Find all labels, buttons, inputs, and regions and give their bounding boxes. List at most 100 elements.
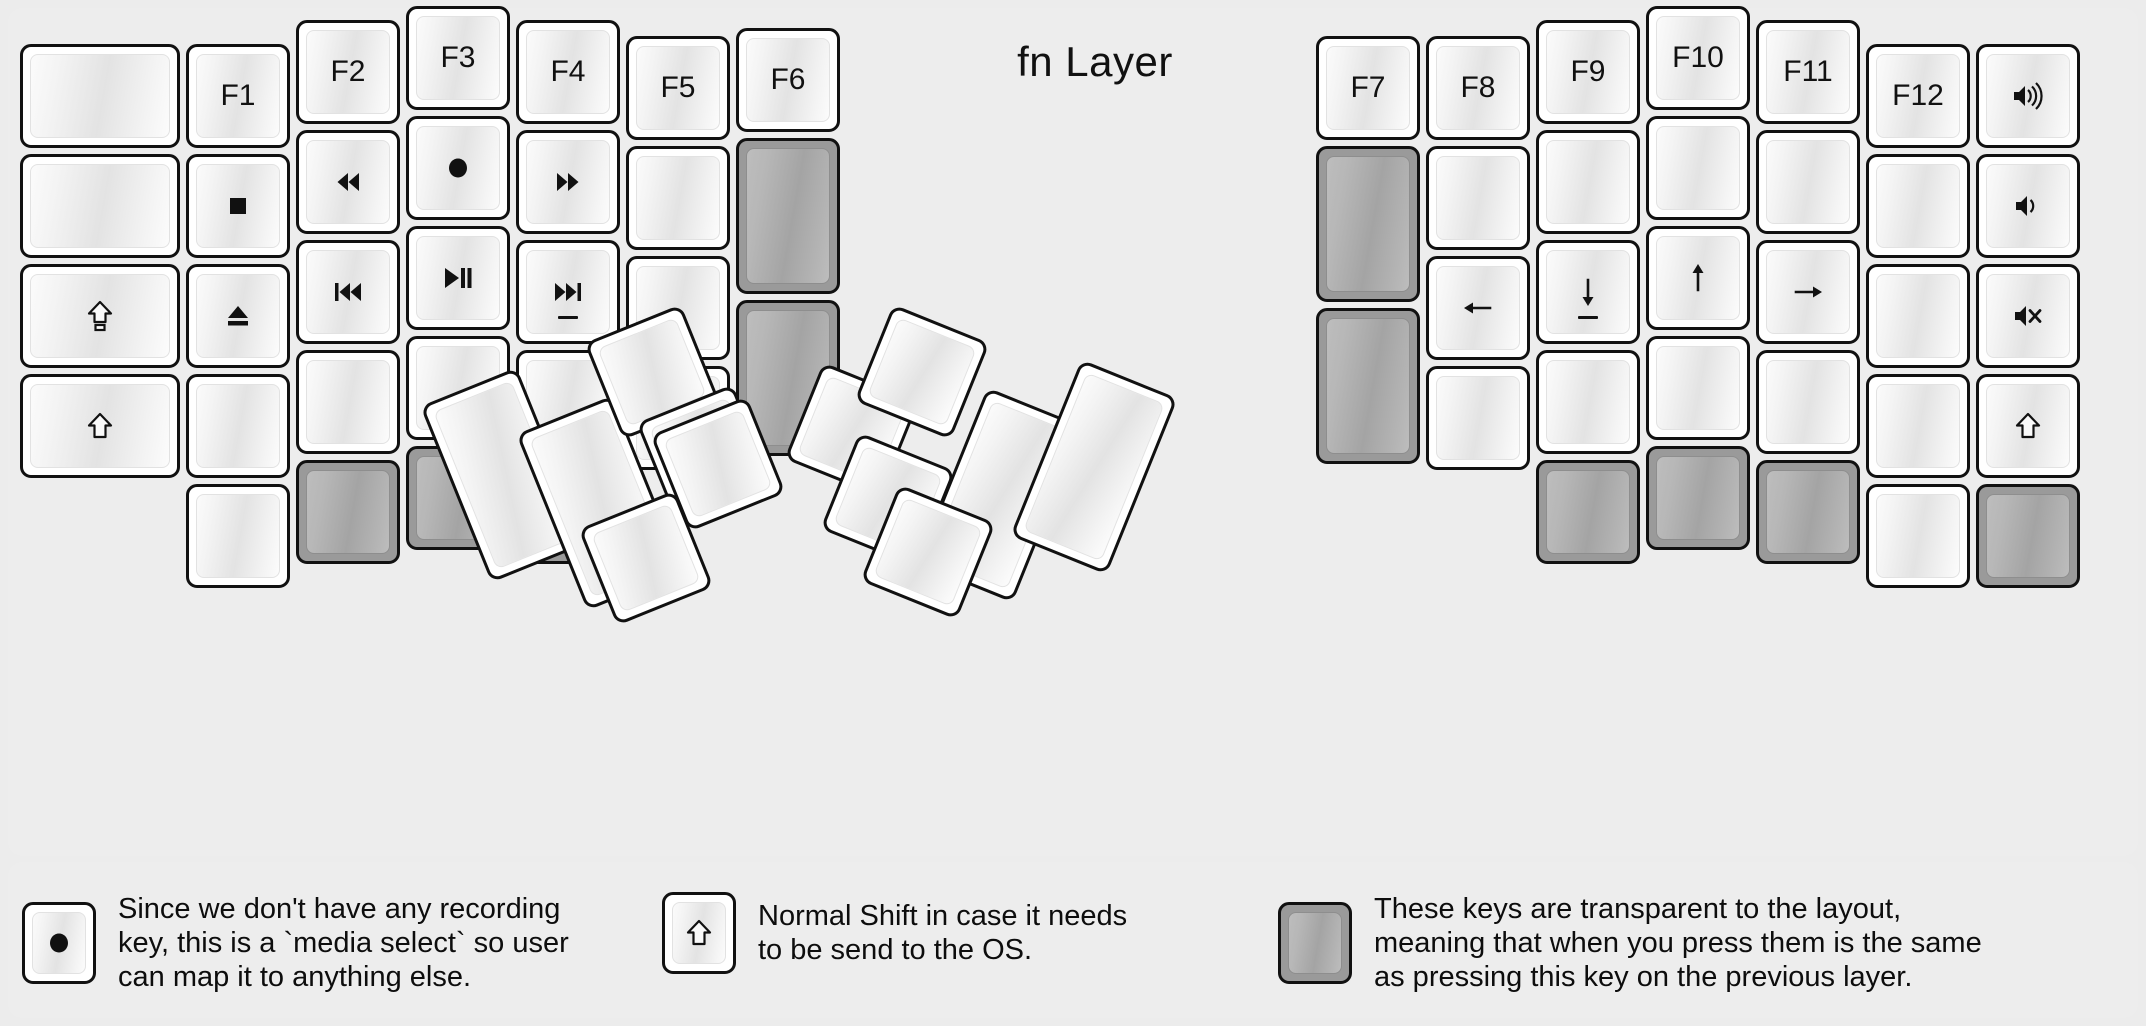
key-l-c3-r2[interactable] <box>406 226 510 330</box>
keycap-face <box>1436 266 1520 350</box>
key-l-c0-r0[interactable] <box>20 44 180 148</box>
key-r-c2-r3[interactable] <box>1536 350 1640 454</box>
key-r-c5-r0[interactable]: F12 <box>1866 44 1970 148</box>
key-l-c4-r1[interactable] <box>516 130 620 234</box>
key-r-c0-r1[interactable] <box>1316 146 1420 302</box>
keycap-face <box>663 409 773 519</box>
keycap-face: F5 <box>636 46 720 130</box>
keycap-face <box>1986 164 2070 248</box>
key-r-c4-r1[interactable] <box>1756 130 1860 234</box>
keycap-face <box>1326 156 1410 292</box>
key-l-c1-r2[interactable] <box>186 264 290 368</box>
key-r-c6-r3[interactable] <box>1976 374 2080 478</box>
volume-up-icon <box>2009 77 2047 115</box>
key-l-c3-r0[interactable]: F3 <box>406 6 510 110</box>
keycap-face: F7 <box>1326 46 1410 130</box>
key-r-c4-r4[interactable] <box>1756 460 1860 564</box>
key-r-c2-r0[interactable]: F9 <box>1536 20 1640 124</box>
keycap-face <box>1766 360 1850 444</box>
key-label: F9 <box>1570 55 1606 88</box>
key-l-c2-r2[interactable] <box>296 240 400 344</box>
key-r-c6-r1[interactable] <box>1976 154 2080 258</box>
keycap-face <box>526 250 610 334</box>
key-l-c4-r2[interactable] <box>516 240 620 344</box>
key-r-c1-r1[interactable] <box>1426 146 1530 250</box>
keycap-face <box>196 384 280 468</box>
key-r-c4-r2[interactable] <box>1756 240 1860 344</box>
key-r-c5-r4[interactable] <box>1866 484 1970 588</box>
key-r-c3-r2[interactable] <box>1646 226 1750 330</box>
media-rewind-icon <box>329 163 367 201</box>
keycap-face: F10 <box>1656 16 1740 100</box>
key-r-c3-r4[interactable] <box>1646 446 1750 550</box>
keycap-face <box>1766 470 1850 554</box>
shift-icon <box>2009 407 2047 445</box>
key-r-c5-r2[interactable] <box>1866 264 1970 368</box>
keycap-face <box>1986 384 2070 468</box>
keycap-face <box>1986 274 2070 358</box>
key-l-c1-r3[interactable] <box>186 374 290 478</box>
keycap-face <box>1436 156 1520 240</box>
key-r-c4-r3[interactable] <box>1756 350 1860 454</box>
key-l-c1-r4[interactable] <box>186 484 290 588</box>
keycap-face <box>526 140 610 224</box>
key-l-c4-r0[interactable]: F4 <box>516 20 620 124</box>
key-r-c3-r3[interactable] <box>1646 336 1750 440</box>
keycap-face <box>30 384 170 468</box>
keycap-face: F9 <box>1546 30 1630 114</box>
keycap-face: F3 <box>416 16 500 100</box>
keycap-face <box>1986 54 2070 138</box>
key-r-c0-r2[interactable] <box>1316 308 1420 464</box>
keycap-face <box>746 148 830 284</box>
media-fast-forward-icon <box>549 163 587 201</box>
key-r-c3-r0[interactable]: F10 <box>1646 6 1750 110</box>
key-r-c2-r2[interactable] <box>1536 240 1640 344</box>
arrow-up-icon <box>1679 259 1717 297</box>
key-l-c2-r4[interactable] <box>296 460 400 564</box>
key-r-c2-r1[interactable] <box>1536 130 1640 234</box>
key-r-c6-r2[interactable] <box>1976 264 2080 368</box>
key-r-c4-r0[interactable]: F11 <box>1756 20 1860 124</box>
key-l-c6-r0[interactable]: F6 <box>736 28 840 132</box>
key-r-c5-r3[interactable] <box>1866 374 1970 478</box>
keycap-face <box>30 164 170 248</box>
key-r-c1-r2[interactable] <box>1426 256 1530 360</box>
key-r-c6-r4[interactable] <box>1976 484 2080 588</box>
legend-record-text: Since we don't have any recording key, t… <box>118 893 569 994</box>
keycap-face <box>1656 236 1740 320</box>
key-r-c2-r4[interactable] <box>1536 460 1640 564</box>
key-l-c3-r1[interactable] <box>406 116 510 220</box>
key-r-c3-r1[interactable] <box>1646 116 1750 220</box>
media-record-icon <box>439 149 477 187</box>
key-l-c6-r1[interactable] <box>736 138 840 294</box>
key-l-c5-r1[interactable] <box>626 146 730 250</box>
key-l-c2-r1[interactable] <box>296 130 400 234</box>
key-r-c0-r0[interactable]: F7 <box>1316 36 1420 140</box>
keycap-face <box>1546 140 1630 224</box>
key-r-c1-r0[interactable]: F8 <box>1426 36 1530 140</box>
key-l-c0-r3[interactable] <box>20 374 180 478</box>
key-r-c1-r3[interactable] <box>1426 366 1530 470</box>
keycap-face <box>30 274 170 358</box>
page-title: fn Layer <box>1017 38 1173 85</box>
key-label: F5 <box>660 71 696 104</box>
media-play-pause-icon <box>439 259 477 297</box>
key-l-c5-r0[interactable]: F5 <box>626 36 730 140</box>
legend-transparent: These keys are transparent to the layout… <box>1278 892 1982 995</box>
key-l-c2-r0[interactable]: F2 <box>296 20 400 124</box>
keycap-face <box>1546 360 1630 444</box>
key-l-c1-r1[interactable] <box>186 154 290 258</box>
legend-transparent-swatch <box>1278 902 1352 985</box>
key-label: F3 <box>440 41 476 74</box>
key-r-c5-r1[interactable] <box>1866 154 1970 258</box>
key-l-c0-r1[interactable] <box>20 154 180 258</box>
key-l-c0-r2[interactable] <box>20 264 180 368</box>
key-label: F10 <box>1672 41 1724 74</box>
key-r-c6-r0[interactable] <box>1976 44 2080 148</box>
keycap-face <box>867 317 977 427</box>
key-l-c2-r3[interactable] <box>296 350 400 454</box>
key-label: F2 <box>330 55 366 88</box>
media-record-icon <box>40 924 78 962</box>
key-label: F4 <box>550 55 586 88</box>
key-l-c1-r0[interactable]: F1 <box>186 44 290 148</box>
